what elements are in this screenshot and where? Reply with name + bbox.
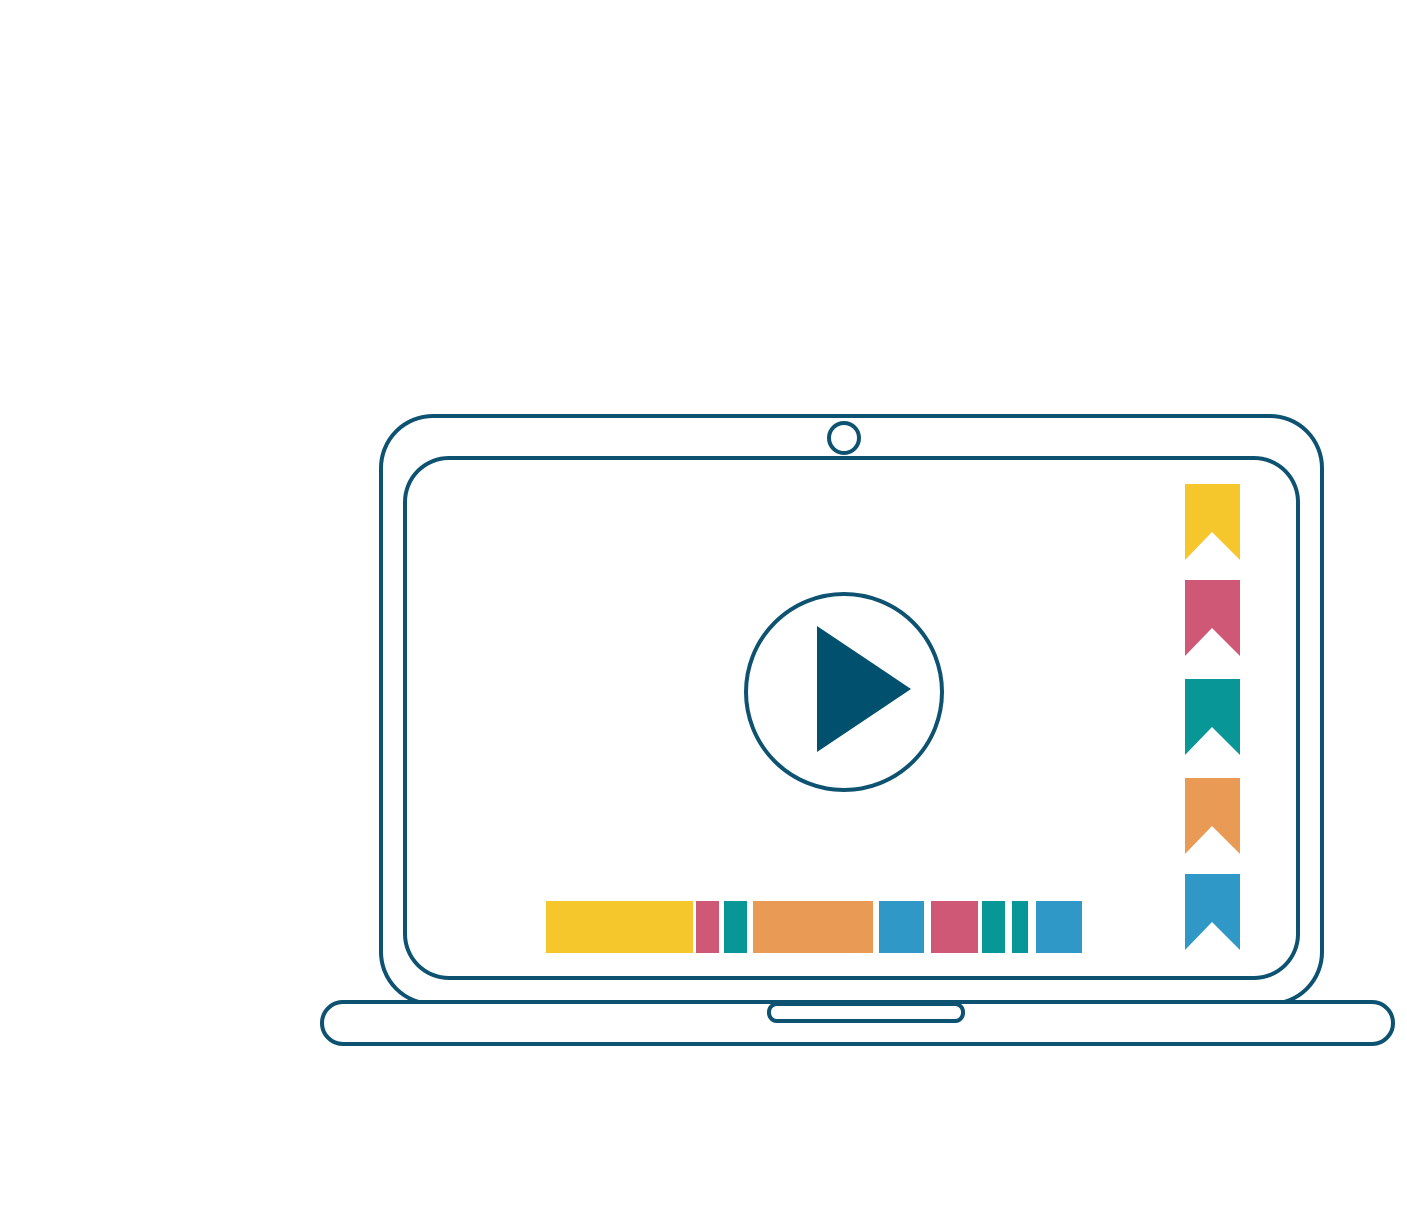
timeline-segment[interactable] [696, 901, 719, 953]
bookmark-icon[interactable] [1185, 778, 1240, 854]
webcam-icon [827, 421, 861, 455]
bookmark-icon[interactable] [1185, 580, 1240, 656]
timeline-segment[interactable] [753, 901, 873, 953]
play-icon [817, 626, 911, 752]
timeline-segment[interactable] [879, 901, 924, 953]
timeline-segment[interactable] [1036, 901, 1082, 953]
bookmark-icon[interactable] [1185, 484, 1240, 560]
bookmark-icon[interactable] [1185, 679, 1240, 755]
play-button[interactable] [744, 592, 944, 792]
timeline-segment[interactable] [546, 901, 693, 953]
timeline-segment[interactable] [1012, 901, 1028, 953]
laptop-notch [767, 1002, 965, 1023]
timeline-segment[interactable] [931, 901, 978, 953]
bookmark-icon[interactable] [1185, 874, 1240, 950]
timeline-bar[interactable] [546, 901, 1082, 953]
timeline-segment[interactable] [982, 901, 1005, 953]
timeline-segment[interactable] [724, 901, 747, 953]
bookmark-list [1185, 484, 1240, 950]
